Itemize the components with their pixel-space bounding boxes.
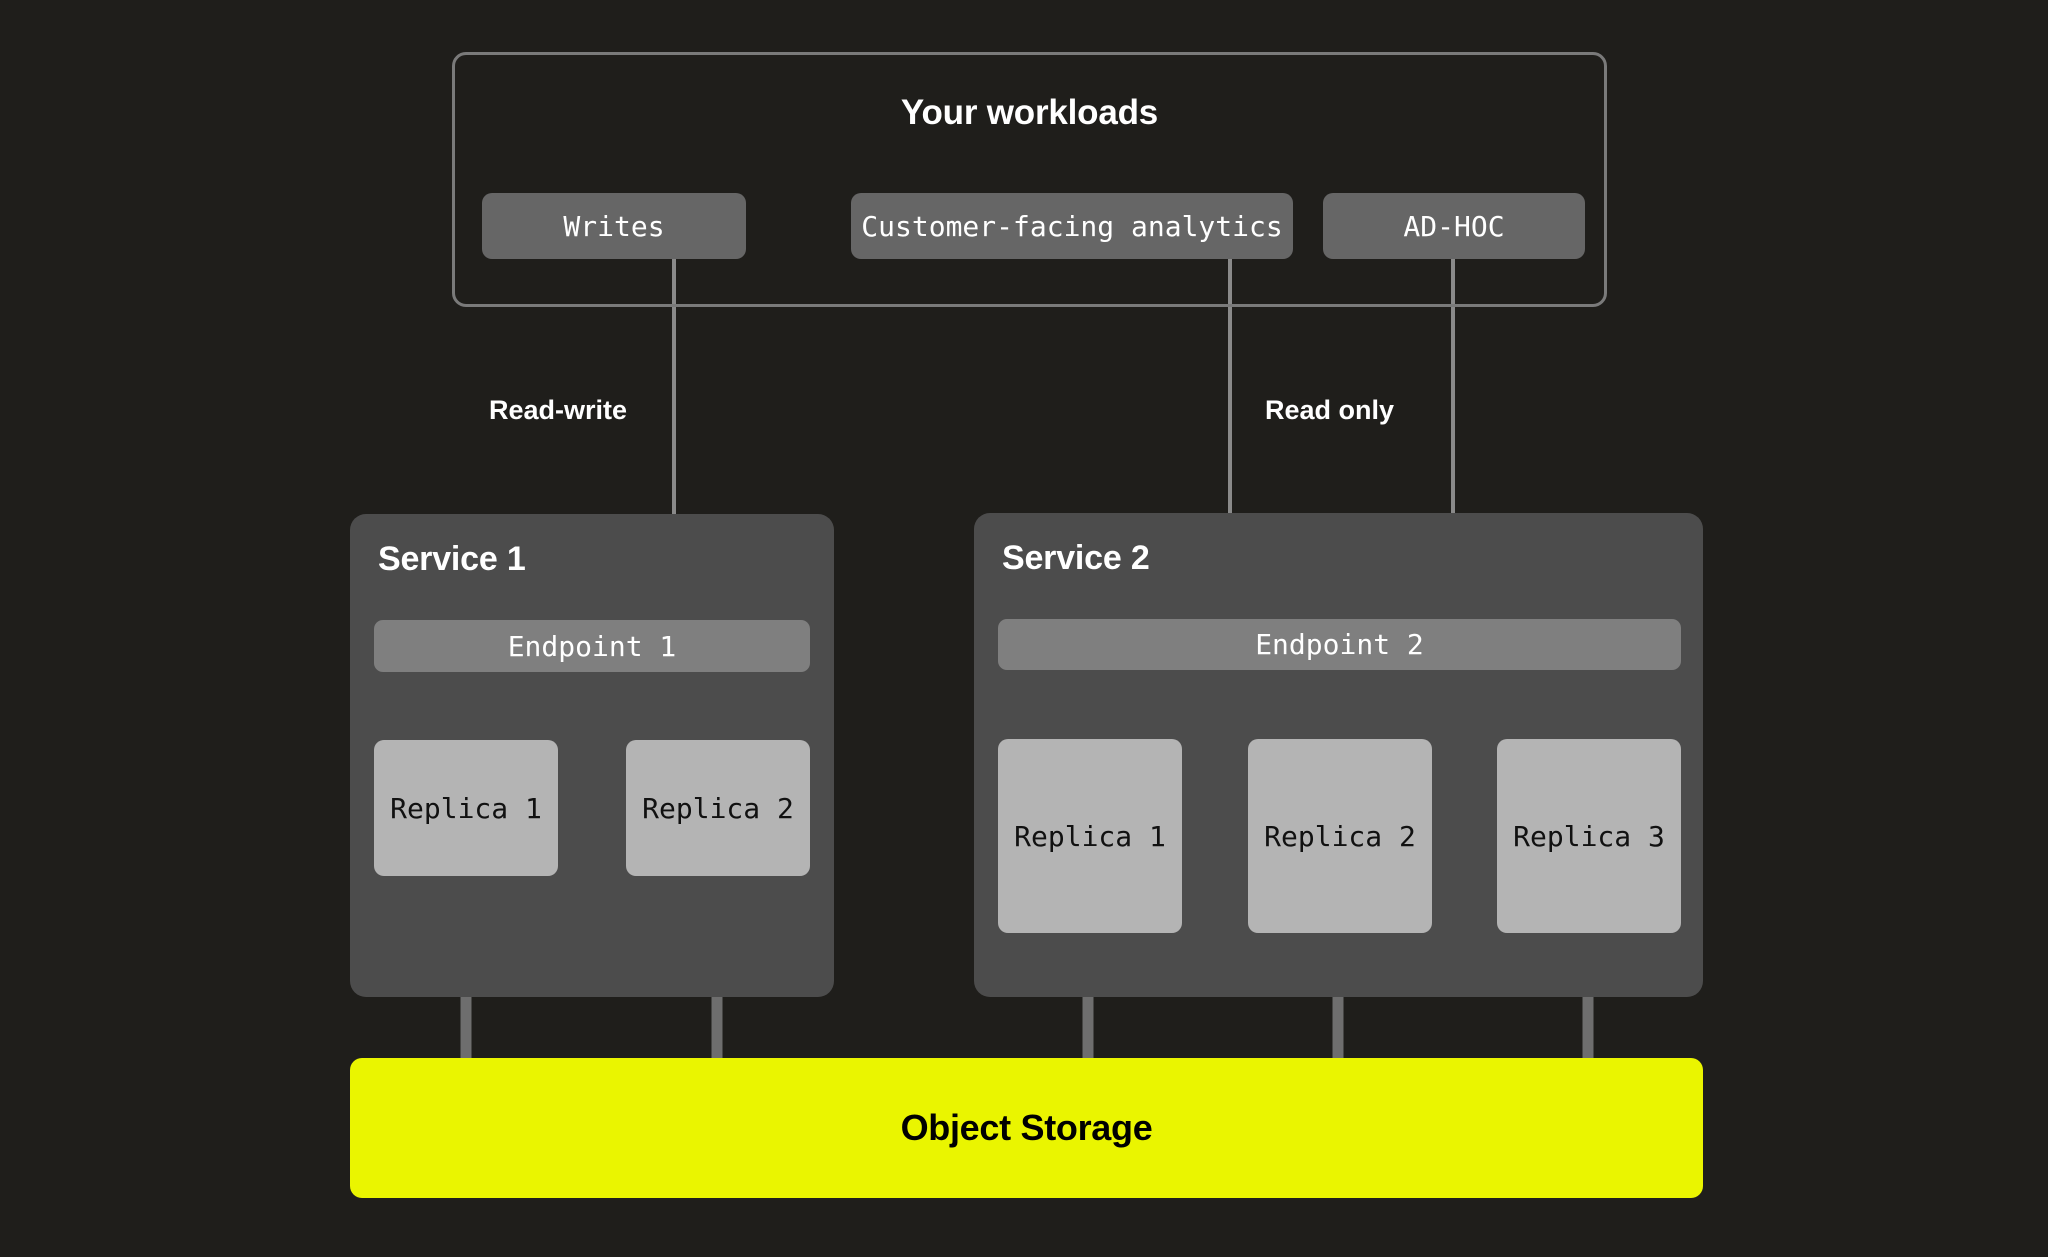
service-panel-1: Service 1 Endpoint 1 Replica 1 Replica 2	[350, 514, 834, 997]
service-2-title: Service 2	[1002, 539, 1150, 577]
workload-chip-ad-hoc-label: AD-HOC	[1403, 209, 1505, 243]
service-1-endpoint[interactable]: Endpoint 1	[374, 620, 810, 672]
service-2-replica-1[interactable]: Replica 1	[998, 739, 1182, 933]
service-1-endpoint-label: Endpoint 1	[507, 629, 677, 663]
workload-chip-writes-label: Writes	[563, 209, 665, 243]
workload-chip-customer-facing-analytics[interactable]: Customer-facing analytics	[851, 193, 1293, 259]
service-2-replica-2[interactable]: Replica 2	[1248, 739, 1432, 933]
service-2-replica-2-label: Replica 2	[1264, 819, 1416, 853]
workloads-container: Your workloads Writes Customer-facing an…	[452, 52, 1607, 307]
object-storage-block[interactable]: Object Storage	[350, 1058, 1703, 1198]
service-2-replica-3[interactable]: Replica 3	[1497, 739, 1681, 933]
workloads-title: Your workloads	[900, 93, 1159, 132]
workload-chip-customer-facing-analytics-label: Customer-facing analytics	[861, 209, 1283, 243]
edge-label-read-write: Read-write	[489, 395, 628, 425]
workload-chip-writes[interactable]: Writes	[482, 193, 746, 259]
service-1-replica-2-label: Replica 2	[642, 791, 794, 825]
service-panel-2: Service 2 Endpoint 2 Replica 1 Replica 2…	[974, 513, 1703, 997]
workload-chip-ad-hoc[interactable]: AD-HOC	[1323, 193, 1585, 259]
service-2-replica-1-label: Replica 1	[1014, 819, 1166, 853]
object-storage-label: Object Storage	[900, 1107, 1153, 1148]
edge-label-read-only: Read only	[1265, 395, 1395, 425]
service-1-replica-1[interactable]: Replica 1	[374, 740, 558, 876]
service-2-replica-3-label: Replica 3	[1513, 819, 1665, 853]
service-1-title: Service 1	[378, 540, 526, 578]
service-1-replica-2[interactable]: Replica 2	[626, 740, 810, 876]
service-1-replica-1-label: Replica 1	[390, 791, 542, 825]
service-2-endpoint-label: Endpoint 2	[1255, 628, 1424, 661]
service-2-endpoint[interactable]: Endpoint 2	[998, 619, 1681, 670]
